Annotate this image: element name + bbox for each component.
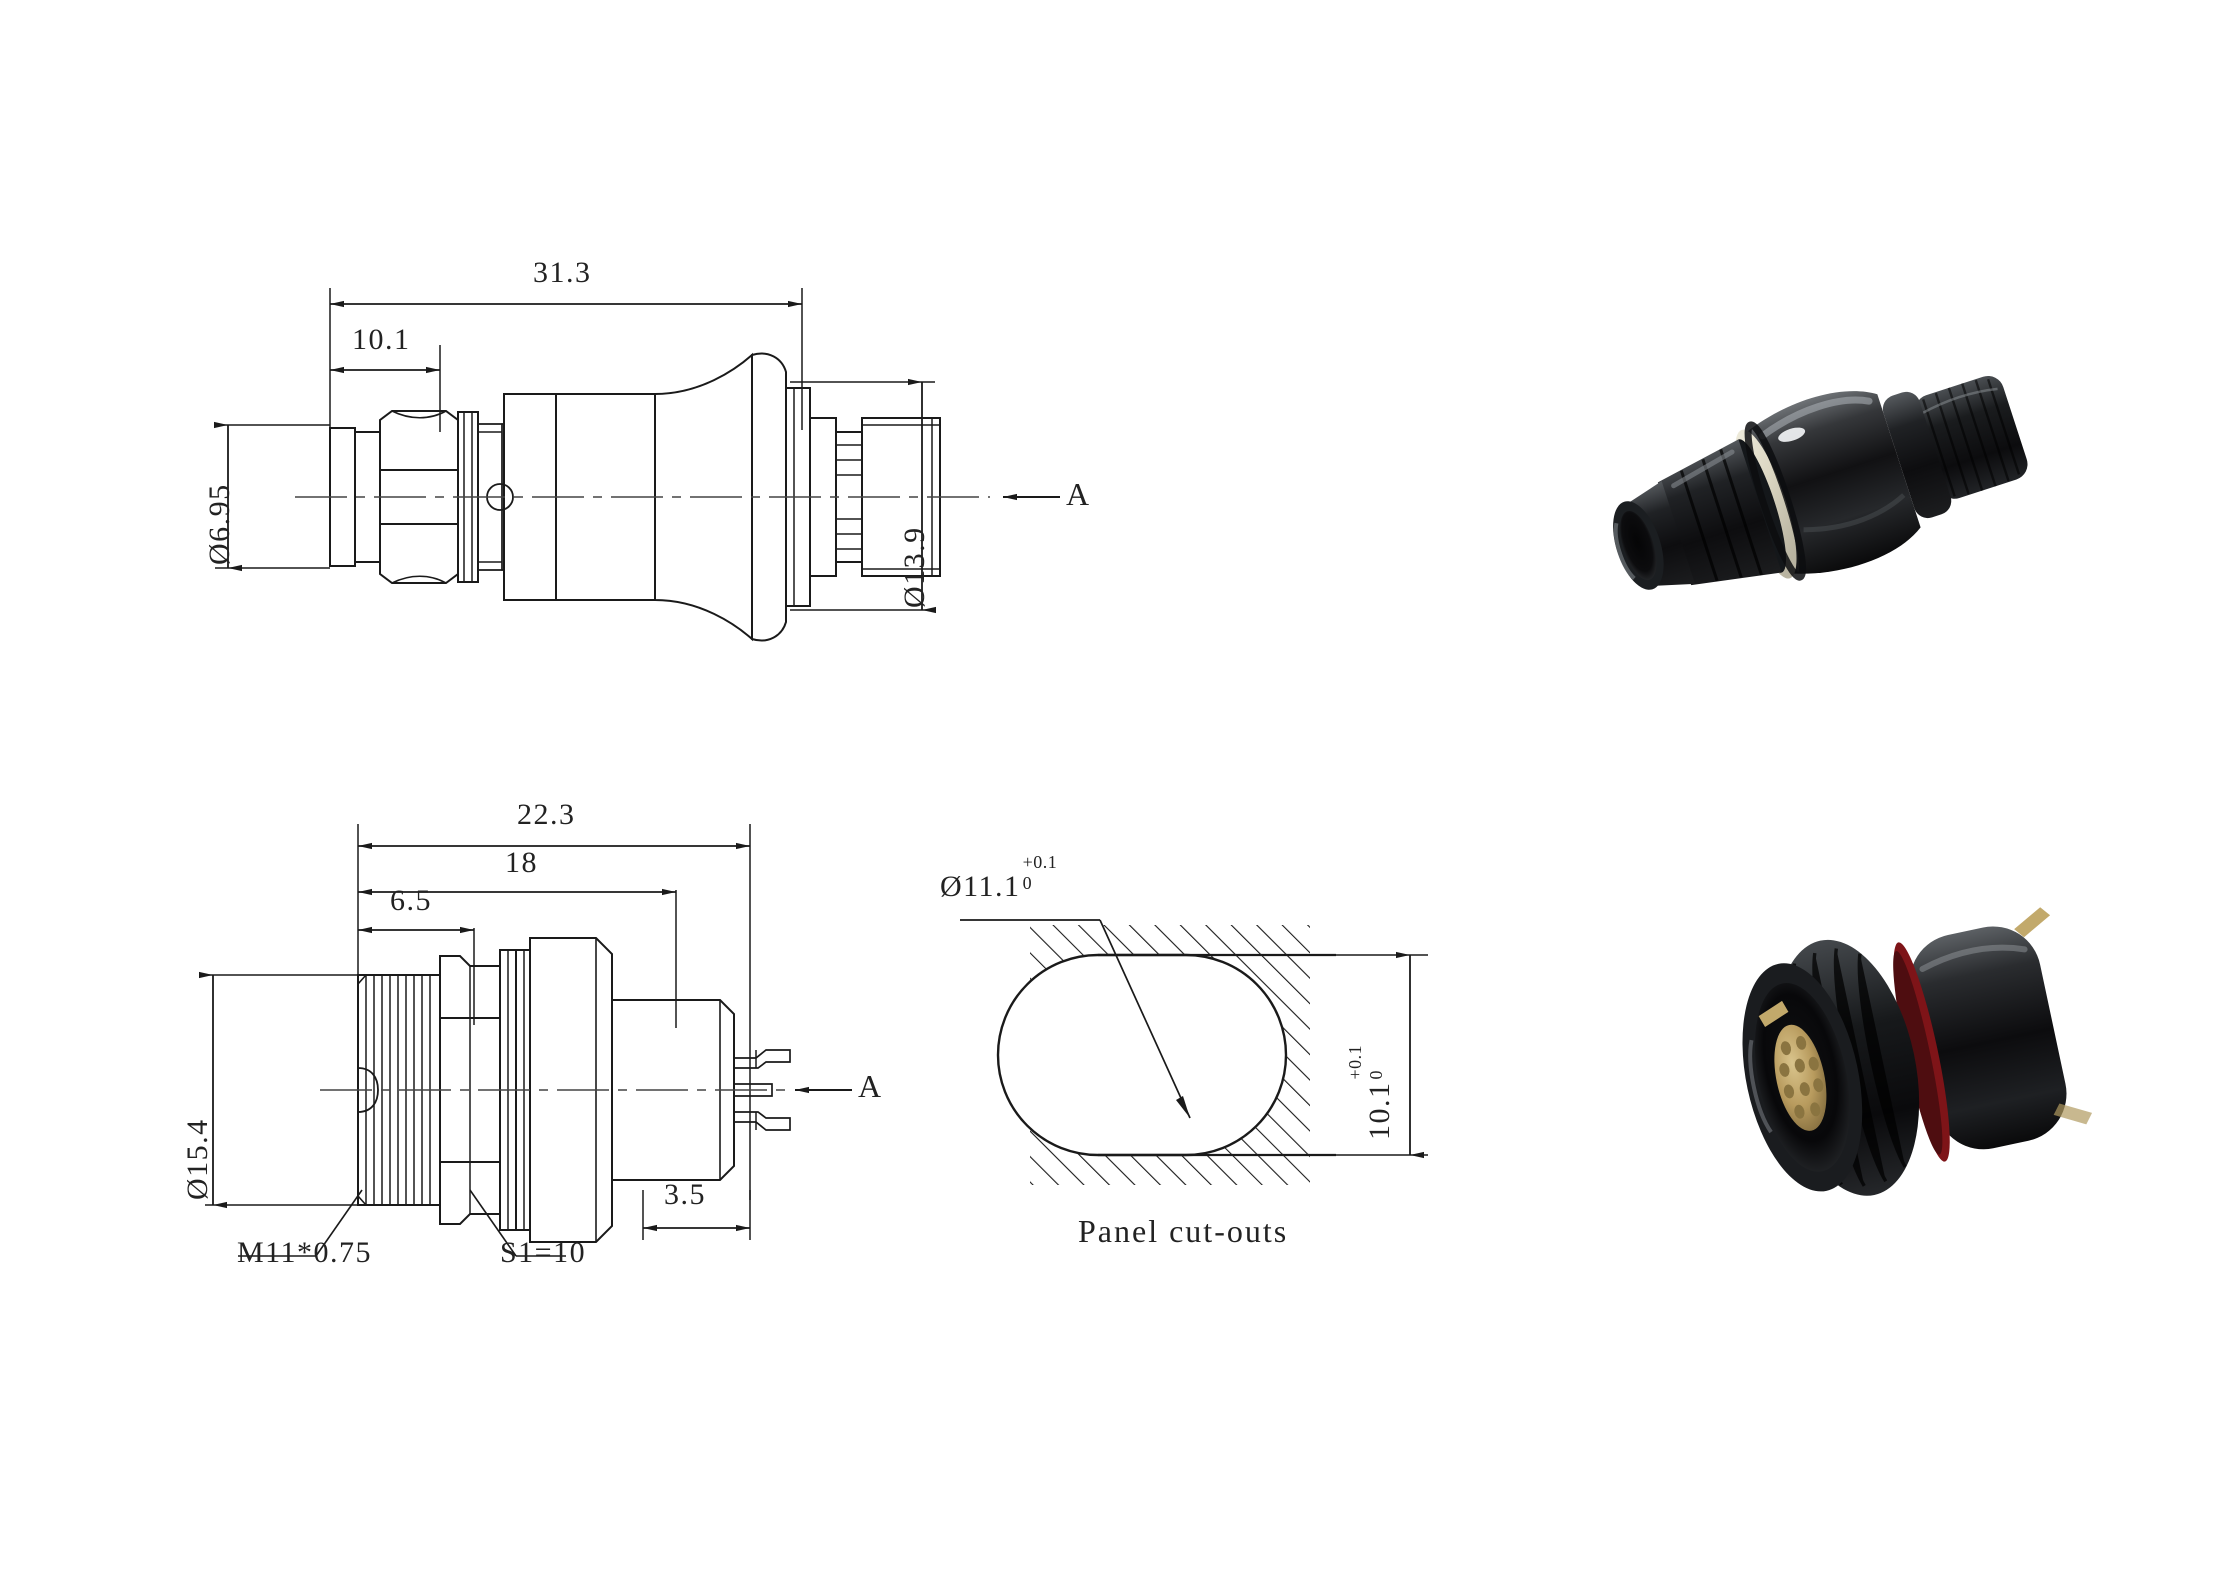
cutout-flat-width-tol-lower: 0 [1365, 1070, 1386, 1080]
leader-label-thread-spec: M11*0.75 [237, 1236, 373, 1269]
plug-latch-highlight [1671, 449, 1735, 489]
dim-label-thread-length: 6.5 [390, 884, 432, 917]
dim-label-overall-length-bottom: 22.3 [517, 798, 576, 831]
top-view-geometry [214, 288, 1060, 642]
dim-label-body-diameter: Ø13.9 [898, 526, 931, 608]
cutout-flat-width-value: 10.1 [1362, 1081, 1396, 1141]
receptacle-rim-highlight [1748, 1039, 1773, 1134]
receptacle-solder-pins [2014, 907, 2093, 1125]
panel-cutout-geometry [960, 919, 1428, 1185]
plug-seal-shadow [1744, 421, 1807, 581]
plug-rear-thread [1914, 375, 2028, 499]
leader-label-spanner-spec: S1=10 [500, 1236, 587, 1269]
plug-rear-flange [1882, 391, 1952, 519]
receptacle-key-tab [1758, 1000, 1789, 1028]
plug-bore [1620, 510, 1657, 581]
plug-photo [1540, 330, 2140, 630]
receptacle-seal-shadow [1893, 951, 1943, 1155]
receptacle-photo [1700, 900, 2100, 1250]
receptacle-rear-barrel [1909, 926, 2067, 1150]
section-arrow-label-top: A [1066, 476, 1091, 512]
dim-label-cable-entry-diameter: Ø6.95 [203, 483, 236, 565]
receptacle-contacts [1779, 1035, 1824, 1119]
cutout-diameter-tol-upper: +0.1 [1022, 852, 1058, 872]
panel-cutout-title: Panel cut-outs [1078, 1213, 1289, 1249]
dim-label-pin-length: 3.5 [664, 1178, 706, 1211]
plug-body-highlight [1759, 396, 1873, 440]
dim-label-flange-diameter: Ø15.4 [181, 1118, 214, 1200]
plug-body-lowlight [1803, 493, 1906, 533]
cutout-flat-width-tol-upper: +0.1 [1345, 1044, 1365, 1080]
dim-label-front-length: 10.1 [352, 323, 411, 356]
bottom-view-geometry [199, 824, 852, 1257]
receptacle-photo-svg [1742, 907, 2093, 1196]
plug-nose-highlight [1613, 522, 1636, 580]
dim-label-overall-length-top: 31.3 [533, 256, 592, 289]
cutout-diameter-value: Ø11.1 [940, 869, 1021, 903]
plug-latch-slots [1679, 448, 1763, 582]
dim-label-body-length: 18 [505, 846, 538, 879]
section-arrow-label-bottom: A [858, 1068, 883, 1104]
plug-photo-svg [1613, 375, 2028, 590]
cutout-diameter-tol-lower: 0 [1022, 872, 1033, 893]
plug-spec-highlight [1778, 427, 1806, 442]
